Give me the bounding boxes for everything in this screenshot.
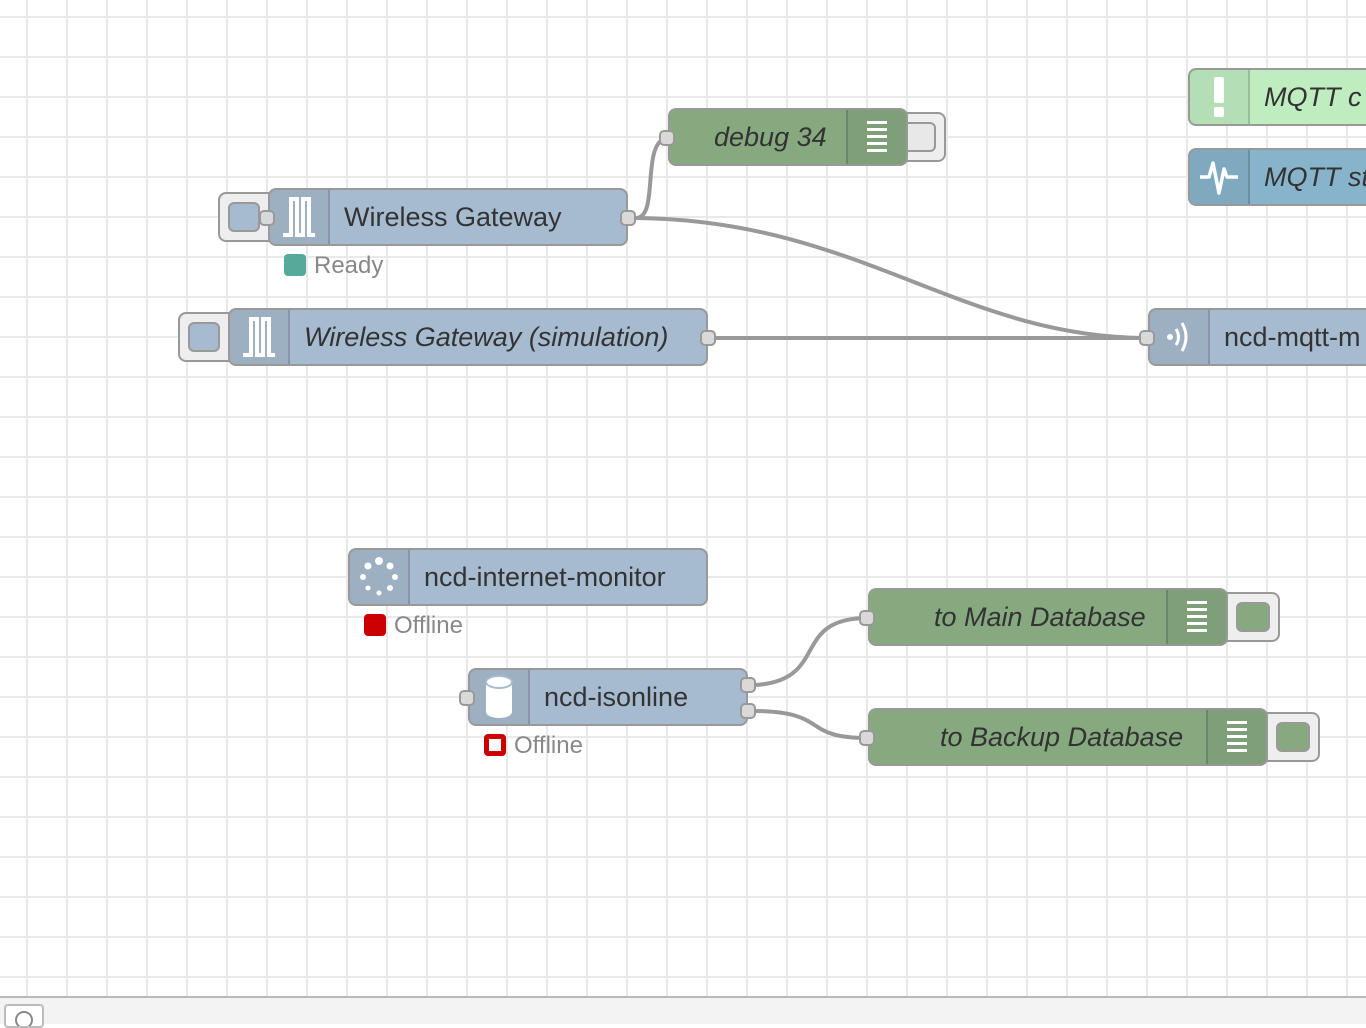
node-label: MQTT st	[1264, 162, 1366, 192]
wire-gateway-to-debug[interactable]	[635, 136, 669, 220]
debug-list-icon	[1166, 590, 1226, 644]
input-port[interactable]	[659, 130, 675, 146]
output-port[interactable]	[700, 330, 716, 346]
node-label: to Backup Database	[940, 722, 1184, 752]
search-icon[interactable]	[4, 1004, 44, 1028]
node-wireless-gateway[interactable]: Wireless Gateway	[268, 188, 628, 246]
node-ncd-isonline[interactable]: ncd-isonline	[468, 668, 748, 726]
inject-button-inner	[228, 202, 260, 232]
node-wireless-gateway-simulation[interactable]: Wireless Gateway (simulation)	[228, 308, 708, 366]
input-port[interactable]	[1139, 330, 1155, 346]
debug-list-icon	[846, 110, 906, 164]
node-ncd-mqtt[interactable]: ncd-mqtt-m	[1148, 308, 1366, 366]
status-text: Ready	[314, 252, 384, 279]
pulse-wave-icon	[230, 310, 290, 364]
node-debug-34[interactable]: debug 34	[668, 108, 908, 166]
output-port[interactable]	[620, 210, 636, 226]
node-label: debug 34	[714, 122, 827, 152]
status-dot-icon	[284, 254, 306, 276]
spinner-icon	[350, 550, 410, 604]
node-label: ncd-mqtt-m	[1224, 322, 1361, 352]
workspace-footer	[0, 996, 1366, 1028]
output-port-1[interactable]	[740, 677, 756, 693]
input-port[interactable]	[459, 690, 475, 706]
pulse-wave-icon	[270, 190, 330, 244]
exclamation-icon	[1190, 70, 1250, 124]
wires-layer	[635, 136, 1149, 740]
node-label: Wireless Gateway (simulation)	[304, 322, 669, 352]
node-label: MQTT c	[1264, 82, 1362, 112]
node-label: to Main Database	[934, 602, 1146, 632]
output-port-2[interactable]	[740, 703, 756, 719]
debug-toggle-indicator	[1276, 722, 1310, 752]
node-label: ncd-isonline	[544, 682, 689, 712]
broadcast-icon	[1150, 310, 1210, 364]
debug-toggle-indicator	[1236, 602, 1270, 632]
status-text: Offline	[394, 612, 463, 639]
node-to-main-database[interactable]: to Main Database	[868, 588, 1228, 646]
debug-list-icon	[1206, 710, 1266, 764]
database-icon	[470, 670, 530, 724]
wire-isonline-to-backup-db[interactable]	[755, 709, 869, 740]
input-port[interactable]	[259, 210, 275, 226]
node-ncd-internet-monitor[interactable]: ncd-internet-monitor	[348, 548, 708, 606]
node-mqtt-complete[interactable]: MQTT c	[1188, 68, 1366, 126]
status-dot-icon	[364, 614, 386, 636]
input-port[interactable]	[859, 730, 875, 746]
status-text: Offline	[514, 732, 583, 759]
flow-canvas[interactable]: debug 34 Wireless Gateway Ready Wireless…	[0, 0, 1366, 996]
wire-gateway-to-mqtt[interactable]	[635, 216, 1149, 340]
wire-isonline-to-main-db[interactable]	[755, 616, 869, 687]
heartbeat-icon	[1190, 150, 1250, 204]
node-to-backup-database[interactable]: to Backup Database	[868, 708, 1268, 766]
node-label: Wireless Gateway	[344, 202, 562, 232]
input-port[interactable]	[859, 610, 875, 626]
node-mqtt-status[interactable]: MQTT st	[1188, 148, 1366, 206]
inject-button-inner	[188, 322, 220, 352]
node-label: ncd-internet-monitor	[424, 562, 666, 592]
status-ring-icon	[484, 734, 506, 756]
